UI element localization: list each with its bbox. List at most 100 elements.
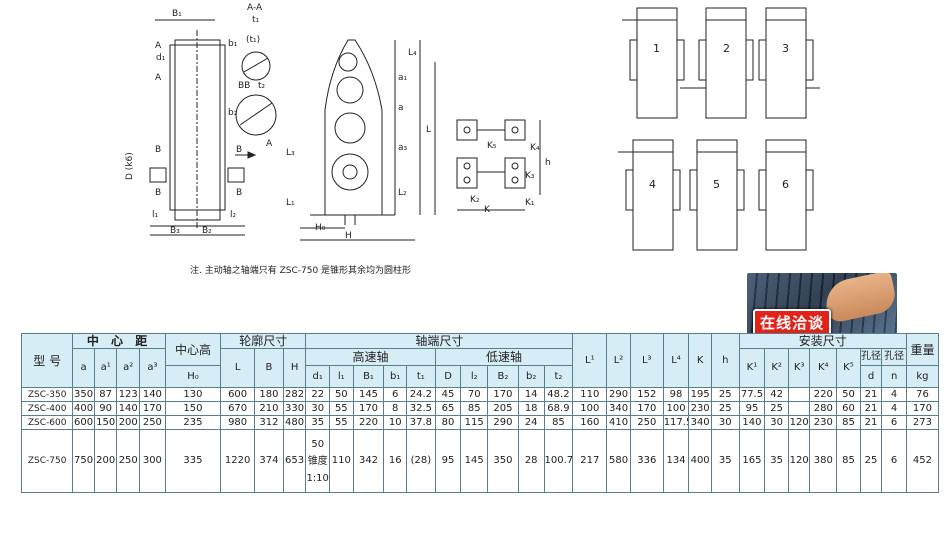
- cell-K2: 30: [764, 415, 789, 430]
- cell-model: ZSC-600: [20, 415, 74, 430]
- cell-K1: 165: [738, 429, 766, 493]
- cell-h: 35: [710, 429, 740, 493]
- header-H0: H₀: [164, 365, 222, 388]
- header-L2: L²: [606, 333, 631, 388]
- cell-H0: 235: [164, 415, 222, 430]
- cell-model: ZSC-400: [20, 401, 74, 416]
- cell-L: 600: [220, 387, 256, 402]
- cell-d1-line: 1:10: [306, 472, 329, 484]
- label-l2: L₂: [398, 188, 407, 198]
- cell-D: 65: [434, 401, 462, 416]
- header-K1: K¹: [738, 348, 766, 388]
- label-d1: d₁: [156, 53, 166, 63]
- cell-K2: 42: [764, 387, 789, 402]
- cell-H: 282: [282, 387, 307, 402]
- cell-B: 312: [254, 415, 284, 430]
- online-chat-banner[interactable]: 在线洽谈: [747, 273, 897, 341]
- header-L1: L¹: [572, 333, 608, 388]
- header-a: a: [72, 348, 95, 388]
- cell-hole_dia: 21: [859, 415, 883, 430]
- cell-b2: 18: [517, 401, 545, 416]
- header-K3: K³: [787, 348, 811, 388]
- cell-K1: 140: [738, 415, 766, 430]
- cell-a: 750: [72, 429, 95, 493]
- header-a2: a²: [116, 348, 141, 388]
- cell-weight: 273: [905, 415, 940, 430]
- cell-H0: 335: [164, 429, 222, 493]
- label-l4: L₄: [408, 48, 417, 58]
- arrangement-diagrams: [618, 7, 820, 251]
- header-weight-unit: kg: [905, 365, 940, 388]
- label-hh: h: [545, 158, 551, 168]
- label-b-left-bottom: B: [155, 188, 161, 198]
- header-L: L: [220, 348, 256, 388]
- header-H: H: [282, 348, 307, 388]
- cell-weight: 170: [905, 401, 940, 416]
- cell-B1: 145: [352, 387, 385, 402]
- label-a-arrow: A: [266, 139, 273, 149]
- cell-L2: 340: [606, 401, 631, 416]
- header-L3: L³: [629, 333, 664, 388]
- header-a3: a³: [139, 348, 166, 388]
- cell-l1: 55: [329, 401, 354, 416]
- label-b2-base: B₂: [202, 226, 212, 236]
- cell-K: 340: [688, 415, 712, 430]
- cell-B: 180: [254, 387, 284, 402]
- cell-t2: 68.9: [543, 401, 574, 416]
- cell-B1: 170: [352, 401, 385, 416]
- label-t2: t₂: [258, 81, 266, 91]
- cell-hole_dia: 21: [859, 401, 883, 416]
- header-mounting: 安装尺寸: [738, 333, 907, 349]
- cell-L2: 580: [606, 429, 631, 493]
- header-hole-count: 孔径: [881, 348, 907, 366]
- header-weight: 重量: [905, 333, 940, 366]
- cell-D: 45: [434, 387, 462, 402]
- cell-a1: 87: [93, 387, 118, 402]
- cell-B2: 350: [487, 429, 519, 493]
- cell-L3: 250: [629, 415, 664, 430]
- cell-L4: 117.5: [662, 415, 690, 430]
- label-d-k6: D (k6): [125, 152, 135, 180]
- cell-K3: 120: [787, 429, 811, 493]
- cell-B2: 205: [487, 401, 519, 416]
- cell-K3: 120: [787, 415, 811, 430]
- cell-D: 80: [434, 415, 462, 430]
- label-a3: a₃: [398, 143, 408, 153]
- cell-a1: 150: [93, 415, 118, 430]
- label-k4: K₄: [530, 143, 540, 153]
- cell-K: 195: [688, 387, 712, 402]
- label-k: K: [484, 205, 491, 215]
- base-view-drawing: [456, 119, 541, 211]
- cell-l1: 110: [329, 429, 354, 493]
- cell-H: 330: [282, 401, 307, 416]
- cell-K3: [787, 401, 811, 416]
- cell-K4: 220: [809, 387, 838, 402]
- cell-L: 1220: [220, 429, 256, 493]
- cell-H: 653: [282, 429, 307, 493]
- cell-B: 210: [254, 401, 284, 416]
- label-a1: a₁: [398, 73, 408, 83]
- label-k2: K₂: [470, 195, 480, 205]
- header-l1: l₁: [329, 365, 354, 388]
- header-hole-dia: 孔径: [859, 348, 883, 366]
- cell-l1: 55: [329, 415, 354, 430]
- cell-d1: 30: [305, 401, 330, 416]
- cell-H0: 150: [164, 401, 222, 416]
- header-K: K: [688, 333, 712, 388]
- cell-weight: 452: [905, 429, 940, 493]
- cell-K1: 77.5: [738, 387, 766, 402]
- cell-B: 374: [254, 429, 284, 493]
- cell-d1-line: 锥度: [307, 455, 328, 467]
- label-b3: B₃: [170, 226, 180, 236]
- label-b1-dim: b₁: [228, 39, 238, 49]
- cell-K2: 35: [764, 429, 789, 493]
- header-t2: t₂: [543, 365, 574, 388]
- label-t1-circle: (t₁): [246, 35, 260, 45]
- cell-B1: 220: [352, 415, 385, 430]
- header-model: 型 号: [20, 333, 74, 388]
- cell-t1: 24.2: [405, 387, 436, 402]
